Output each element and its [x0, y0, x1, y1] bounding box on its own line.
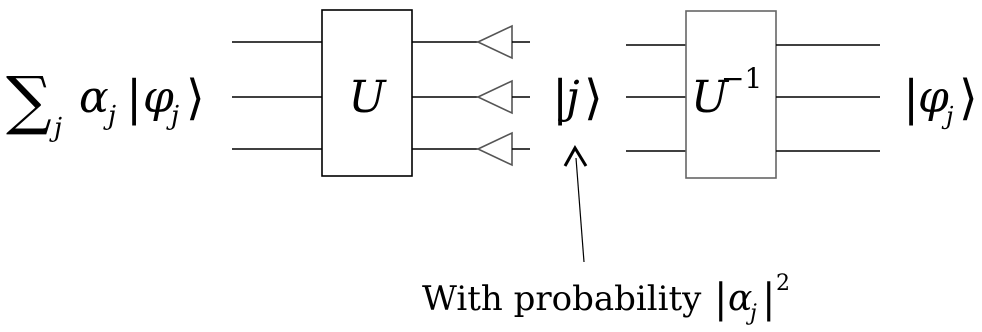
alpha-symbol: α [79, 72, 109, 123]
gate-u-box [321, 9, 413, 177]
output-state-label: | φ j ⟩ [903, 70, 978, 130]
gate-u-label: U [348, 72, 387, 123]
output-ket-close: ⟩ [959, 70, 978, 126]
measured-state-label: | j ⟩ [552, 70, 603, 126]
gate-u-inverse-box [685, 10, 777, 179]
measured-ket-close: ⟩ [584, 70, 603, 126]
measurement-icon-1 [476, 24, 513, 60]
annotation-text: With probability [422, 279, 702, 319]
measurement-icon-3 [476, 131, 513, 167]
annotation-arrow-line [575, 157, 585, 263]
ket-bar: | [126, 70, 142, 126]
annotation-arrow-head [563, 145, 588, 167]
probability-annotation: With probability | α j | 2 [422, 271, 790, 326]
input-state-label: ∑ j α j | φ j ⟩ [6, 64, 205, 143]
annotation-bar-close: | [762, 276, 775, 322]
annotation-alpha: α [728, 278, 752, 319]
gate-u-inverse-label: U [691, 72, 730, 123]
measurement-icon-2 [476, 79, 513, 115]
sum-symbol: ∑ [6, 64, 52, 138]
output-phi: φ [918, 72, 949, 123]
ket-close: ⟩ [186, 70, 205, 126]
measured-ket-bar: | [552, 70, 568, 126]
output-ket-bar: | [903, 70, 919, 126]
annotation-bar-open: | [714, 276, 727, 322]
phi-symbol: φ [143, 72, 174, 123]
gate-u-inverse-exponent: −1 [721, 62, 762, 95]
annotation-exponent: 2 [776, 271, 790, 296]
